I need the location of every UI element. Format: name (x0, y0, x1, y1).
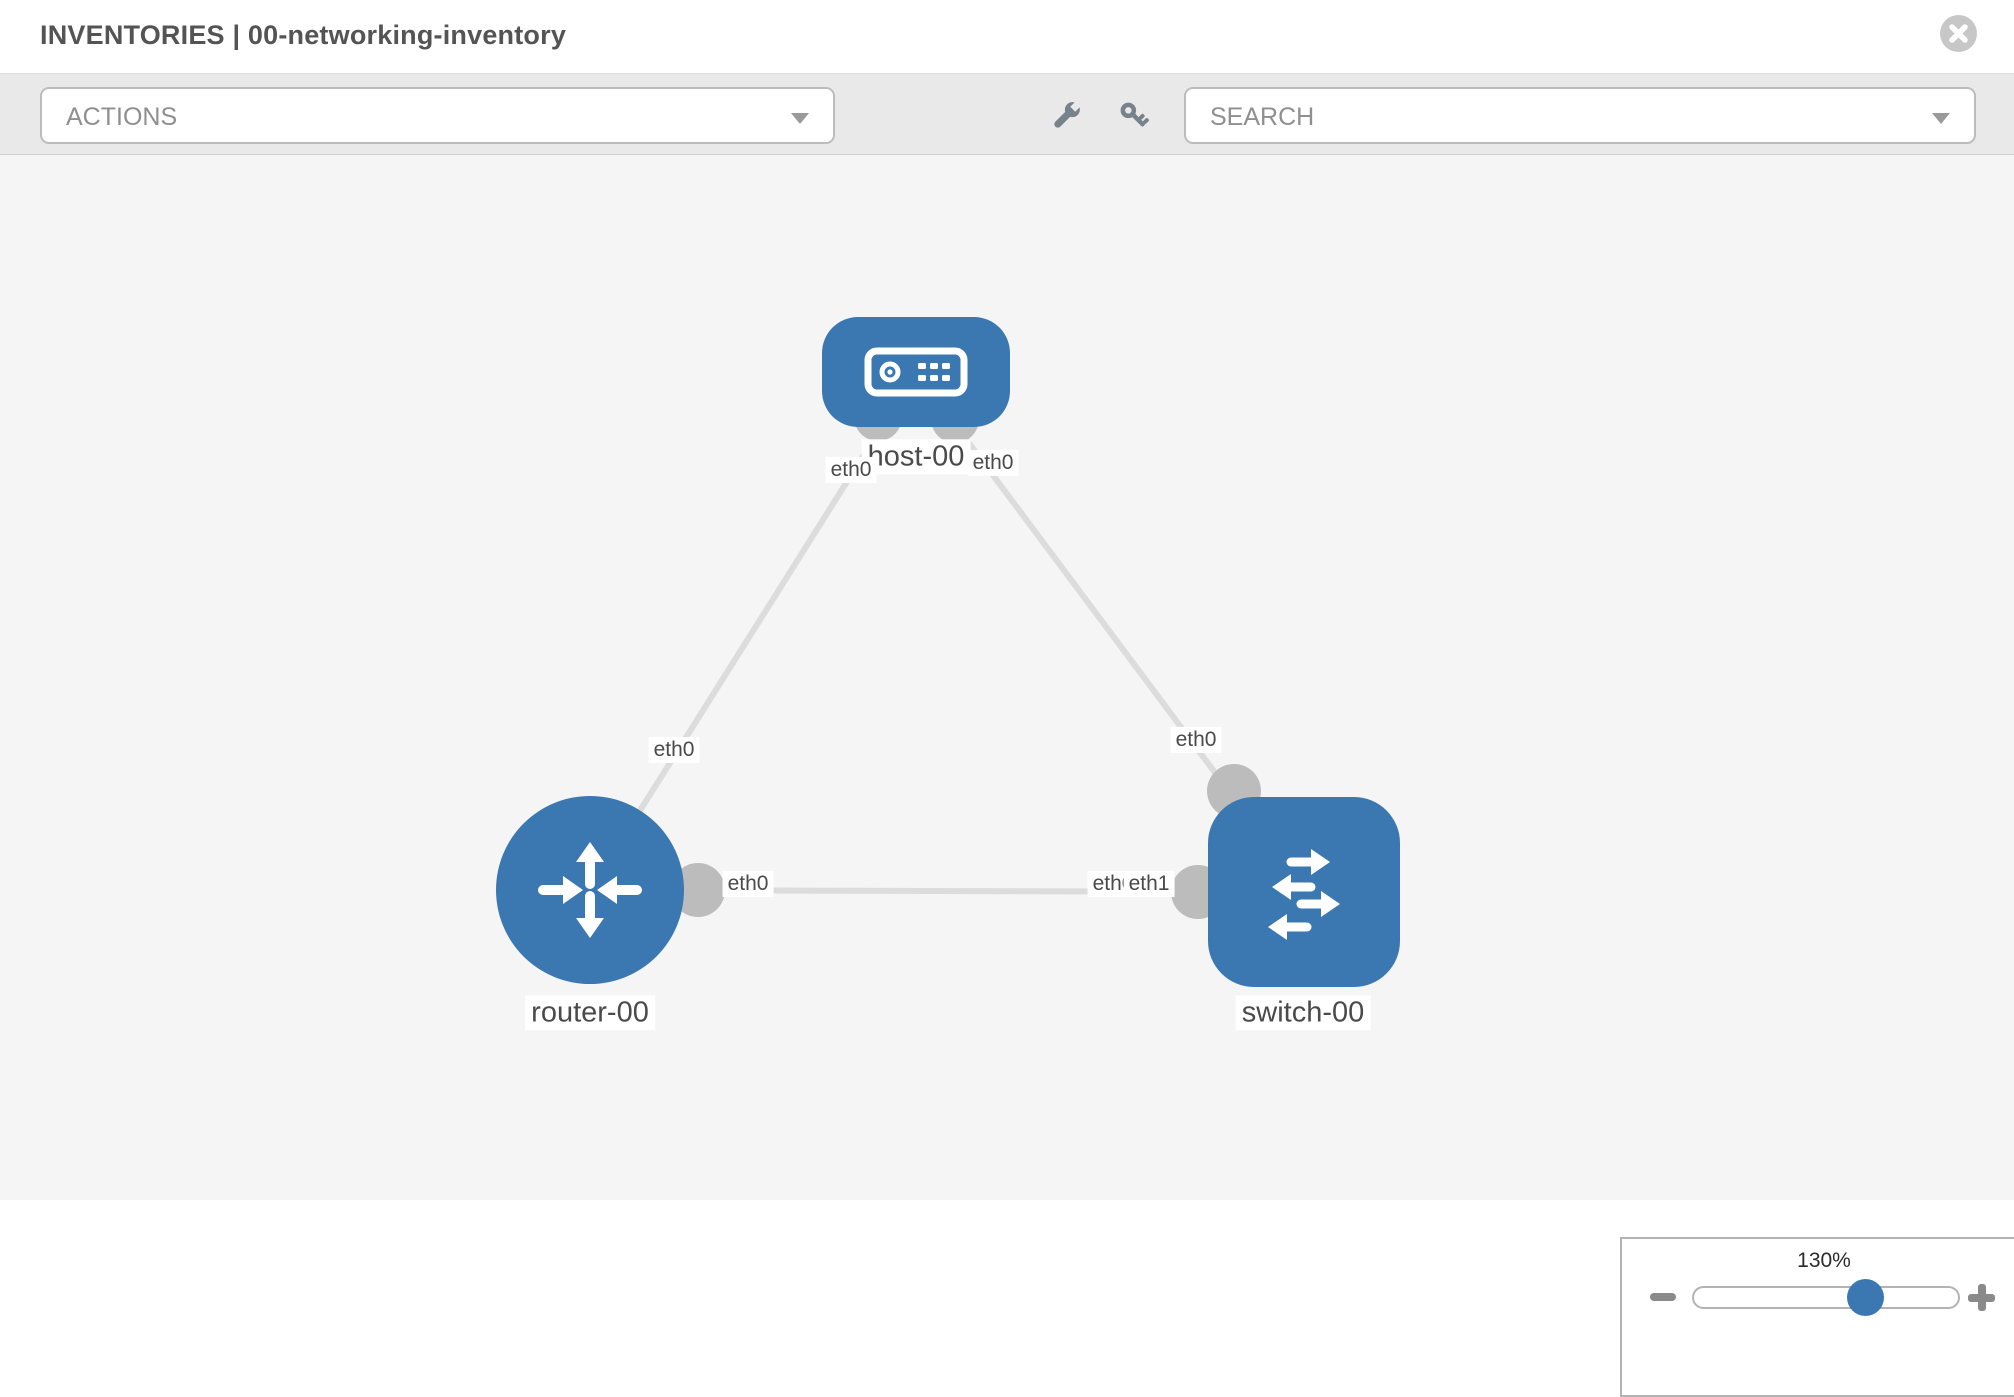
wrench-icon (1054, 100, 1082, 128)
node-label-router: router-00 (525, 995, 655, 1031)
search-dropdown-label: SEARCH (1210, 103, 1315, 131)
node-host[interactable] (822, 317, 1010, 427)
zoom-slider-thumb[interactable] (1847, 1279, 1884, 1316)
wrench-button[interactable] (1048, 98, 1084, 134)
interface-label: eth0 (722, 870, 774, 898)
page-title: INVENTORIES | 00-networking-inventory (40, 20, 567, 50)
interface-port (671, 863, 725, 917)
toolbar: ACTIONS SEARCH (0, 73, 2014, 155)
key-icon (1120, 102, 1149, 127)
header: INVENTORIES | 00-networking-inventory (0, 0, 2014, 73)
search-dropdown[interactable]: SEARCH (1184, 87, 1976, 144)
interface-label: eth0 (1170, 726, 1222, 754)
zoom-out-button minus-icon[interactable] (1650, 1293, 1676, 1301)
node-router[interactable] (496, 796, 684, 984)
close-button[interactable] (1940, 15, 1977, 52)
topology-canvas[interactable]: host-00 router-00 switch-00 eth0 eth0 et… (0, 155, 2014, 1397)
interface-label: eth0 (825, 456, 877, 484)
actions-dropdown-label: ACTIONS (66, 103, 178, 131)
node-label-host: host-00 (861, 439, 971, 475)
chevron-down-icon (1932, 113, 1950, 124)
zoom-slider-track[interactable] (1692, 1286, 1960, 1309)
links-layer (587, 370, 1307, 919)
interface-label: eth1 (1123, 870, 1175, 898)
actions-dropdown[interactable]: ACTIONS (40, 87, 835, 144)
zoom-panel: 130% (1620, 1237, 2014, 1397)
host-icon (864, 347, 968, 397)
zoom-in-button plus-icon[interactable] (1968, 1284, 1995, 1311)
router-icon (538, 842, 642, 938)
zoom-level-label: 130% (1797, 1249, 1851, 1272)
key-button[interactable] (1116, 98, 1152, 134)
node-label-switch: switch-00 (1235, 995, 1371, 1031)
chevron-down-icon (791, 113, 809, 124)
interface-label: eth0 (967, 449, 1019, 477)
switch-icon (1268, 849, 1340, 940)
x-circle-icon (1949, 24, 1968, 43)
interface-label: eth0 (648, 736, 700, 764)
node-switch[interactable] (1208, 797, 1400, 987)
